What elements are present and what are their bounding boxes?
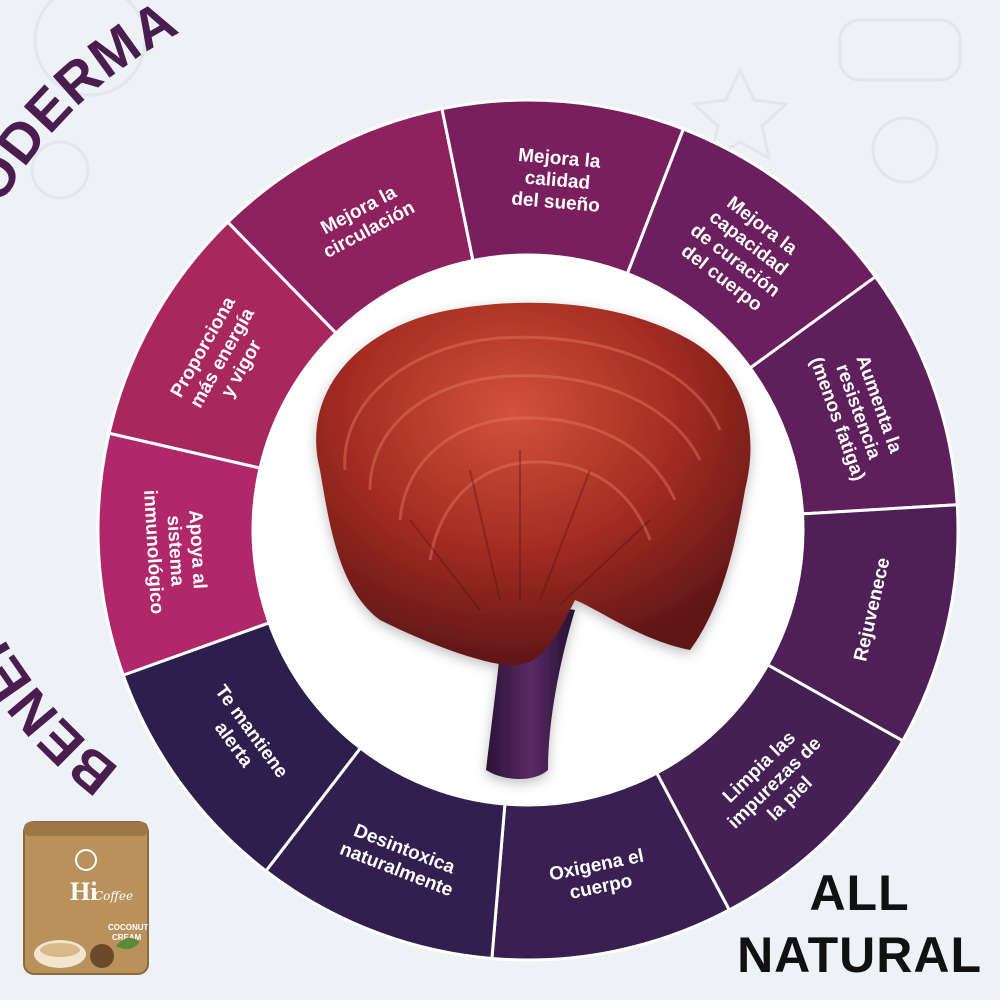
all-natural-tagline: ALL NATURAL	[737, 862, 982, 986]
product-pouch-image: Hi Coffee COCONUT CREAM	[20, 818, 152, 978]
benefit-label-line: sistema	[163, 515, 188, 587]
benefit-label: Mejora lacapacidadde curacióndel cuerpo	[673, 185, 811, 319]
flower-logo-icon	[75, 849, 97, 871]
benefit-segments	[96, 98, 960, 962]
benefit-label: Mejora lacalidaddel sueño	[511, 145, 605, 217]
reishi-mushroom-icon	[316, 302, 751, 779]
tagline-line-2: NATURAL	[737, 927, 982, 983]
svg-text:Hi: Hi	[70, 877, 97, 906]
svg-text:COCONUT: COCONUT	[108, 923, 149, 932]
svg-text:CREAM: CREAM	[112, 933, 142, 942]
benefit-label-line: Apoya al	[184, 509, 210, 589]
svg-text:Coffee: Coffee	[94, 889, 133, 903]
background-decoration	[30, 0, 962, 200]
tagline-line-1: ALL	[809, 865, 910, 921]
